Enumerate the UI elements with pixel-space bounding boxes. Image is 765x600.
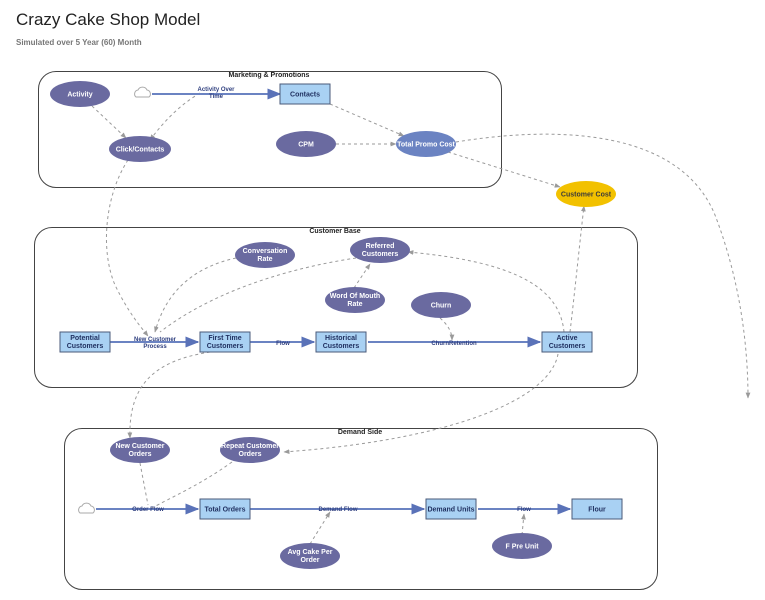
flow-label-flow-demand-flour: Flow	[517, 507, 531, 513]
variable-total-promo-cost[interactable]: Total Promo Cost	[396, 131, 456, 157]
stock-total-orders[interactable]: Total Orders	[199, 498, 251, 520]
link-flow-to-click	[149, 92, 201, 141]
variable-avg-cake-per-order-label-2: Order	[300, 557, 319, 564]
variable-avg-cake-per-order-label: Avg Cake Per	[288, 549, 333, 556]
stock-demand-units-label: Demand Units	[427, 507, 474, 514]
stock-flour-label: Flour	[588, 507, 606, 514]
cloud-icon	[78, 502, 95, 514]
variable-repeat-customer-orders-label-2: Orders	[239, 451, 262, 458]
variable-churn-label: Churn	[431, 303, 452, 310]
variable-new-customer-orders-label-2: Orders	[129, 451, 152, 458]
stock-contacts-label: Contacts	[290, 92, 320, 99]
variable-conversation-rate-label-2: Rate	[257, 256, 272, 263]
cloud-icon	[134, 86, 151, 98]
variable-customer-cost-label: Customer Cost	[561, 192, 612, 199]
flow-label-new-customer-process-2: Process	[143, 344, 167, 350]
stock-historical-customers-label-2: Customers	[323, 343, 360, 350]
stock-contacts[interactable]: Contacts	[279, 83, 331, 105]
stock-demand-units[interactable]: Demand Units	[425, 498, 477, 520]
link-referred-to-process	[159, 257, 357, 333]
link-promo-to-customer-cost	[447, 151, 561, 188]
link-avg-to-demandflow	[309, 511, 331, 545]
flow-label-demand-flow: Demand Flow	[318, 507, 357, 513]
link-churn-to-flow	[439, 317, 455, 341]
variable-referred-customers-label-2: Customers	[362, 251, 399, 258]
stock-first-time-customers[interactable]: First Time Customers	[199, 331, 251, 353]
link-click-to-process	[106, 159, 149, 337]
variable-total-promo-cost-label: Total Promo Cost	[397, 142, 455, 149]
flow-label-activity-over-time: Activity Over	[197, 87, 235, 93]
flow-label-churn-retention: ChurnRetention	[431, 341, 477, 347]
variable-word-of-mouth-rate[interactable]: Word Of Mouth Rate	[325, 287, 385, 313]
stock-historical-customers-label: Historical	[325, 335, 357, 342]
stock-first-time-customers-label: First Time	[208, 335, 241, 342]
flow-label-order-flow: Order Flow	[132, 507, 164, 513]
group-customer-base[interactable]	[34, 227, 638, 388]
variable-activity[interactable]: Activity	[50, 81, 110, 107]
stock-potential-customers[interactable]: Potential Customers	[59, 331, 111, 353]
variable-referred-customers[interactable]: Referred Customers	[350, 237, 410, 263]
link-wom-to-referred	[353, 263, 371, 289]
variable-word-of-mouth-rate-label-2: Rate	[347, 301, 362, 308]
page-title: Crazy Cake Shop Model	[16, 10, 201, 29]
link-new-orders-to-orderflow	[139, 462, 149, 506]
variable-click-contacts-label: Click/Contacts	[116, 147, 165, 154]
group-label-customer-base: Customer Base	[309, 228, 361, 235]
link-first-to-new-orders	[127, 351, 211, 439]
variable-cpm-label: CPM	[298, 142, 314, 149]
page-subtitle: Simulated over 5 Year (60) Month	[16, 38, 142, 47]
group-demand-side[interactable]	[64, 428, 658, 590]
variable-new-customer-orders-label: New Customer	[115, 443, 164, 450]
stock-active-customers-label-2: Customers	[549, 343, 586, 350]
stock-potential-customers-label: Potential	[70, 335, 100, 342]
stock-active-customers-label: Active	[556, 335, 577, 342]
variable-conversation-rate[interactable]: Conversation Rate	[235, 242, 295, 268]
link-promo-to-offpage	[455, 133, 751, 399]
group-label-marketing: Marketing & Promotions	[228, 72, 310, 79]
stock-historical-customers[interactable]: Historical Customers	[315, 331, 367, 353]
link-repeat-to-orderflow	[151, 461, 233, 509]
variable-f-pre-unit-label: F Pre Unit	[505, 544, 539, 551]
group-label-demand-side: Demand Side	[337, 429, 383, 436]
variable-conversation-rate-label: Conversation	[243, 248, 288, 255]
variable-word-of-mouth-rate-label: Word Of Mouth	[330, 293, 380, 300]
variable-churn[interactable]: Churn	[411, 292, 471, 318]
link-active-to-customer-cost	[569, 205, 586, 333]
variable-cpm[interactable]: CPM	[276, 131, 336, 157]
link-contacts-to-promo	[329, 103, 405, 137]
flow-label-activity-over-time-2: Time	[209, 94, 224, 100]
variable-repeat-customer-orders-label: Repeat Customer	[221, 443, 279, 450]
link-conversion-to-process	[154, 257, 237, 333]
stock-active-customers[interactable]: Active Customers	[541, 331, 593, 353]
link-active-to-referred	[407, 250, 565, 333]
stock-total-orders-label: Total Orders	[204, 507, 245, 514]
stock-first-time-customers-label-2: Customers	[207, 343, 244, 350]
flow-label-new-customer-process: New Customer	[134, 337, 177, 343]
variable-referred-customers-label: Referred	[366, 243, 395, 250]
link-fpre-to-flow	[521, 513, 526, 536]
variable-click-contacts[interactable]: Click/Contacts	[109, 136, 171, 162]
group-marketing-promotions[interactable]	[38, 71, 502, 188]
variable-repeat-customer-orders[interactable]: Repeat Customer Orders	[220, 437, 280, 463]
variable-avg-cake-per-order[interactable]: Avg Cake Per Order	[280, 543, 340, 569]
variable-customer-cost[interactable]: Customer Cost	[556, 181, 616, 207]
link-active-to-repeat-orders	[283, 353, 559, 455]
variable-activity-label: Activity	[67, 92, 92, 99]
stock-potential-customers-label-2: Customers	[67, 343, 104, 350]
flow-label-flow-first-hist: Flow	[276, 341, 290, 347]
stock-flour[interactable]: Flour	[571, 498, 623, 520]
variable-new-customer-orders[interactable]: New Customer Orders	[110, 437, 170, 463]
variable-f-pre-unit[interactable]: F Pre Unit	[492, 533, 552, 559]
link-activity-to-click	[91, 105, 127, 139]
